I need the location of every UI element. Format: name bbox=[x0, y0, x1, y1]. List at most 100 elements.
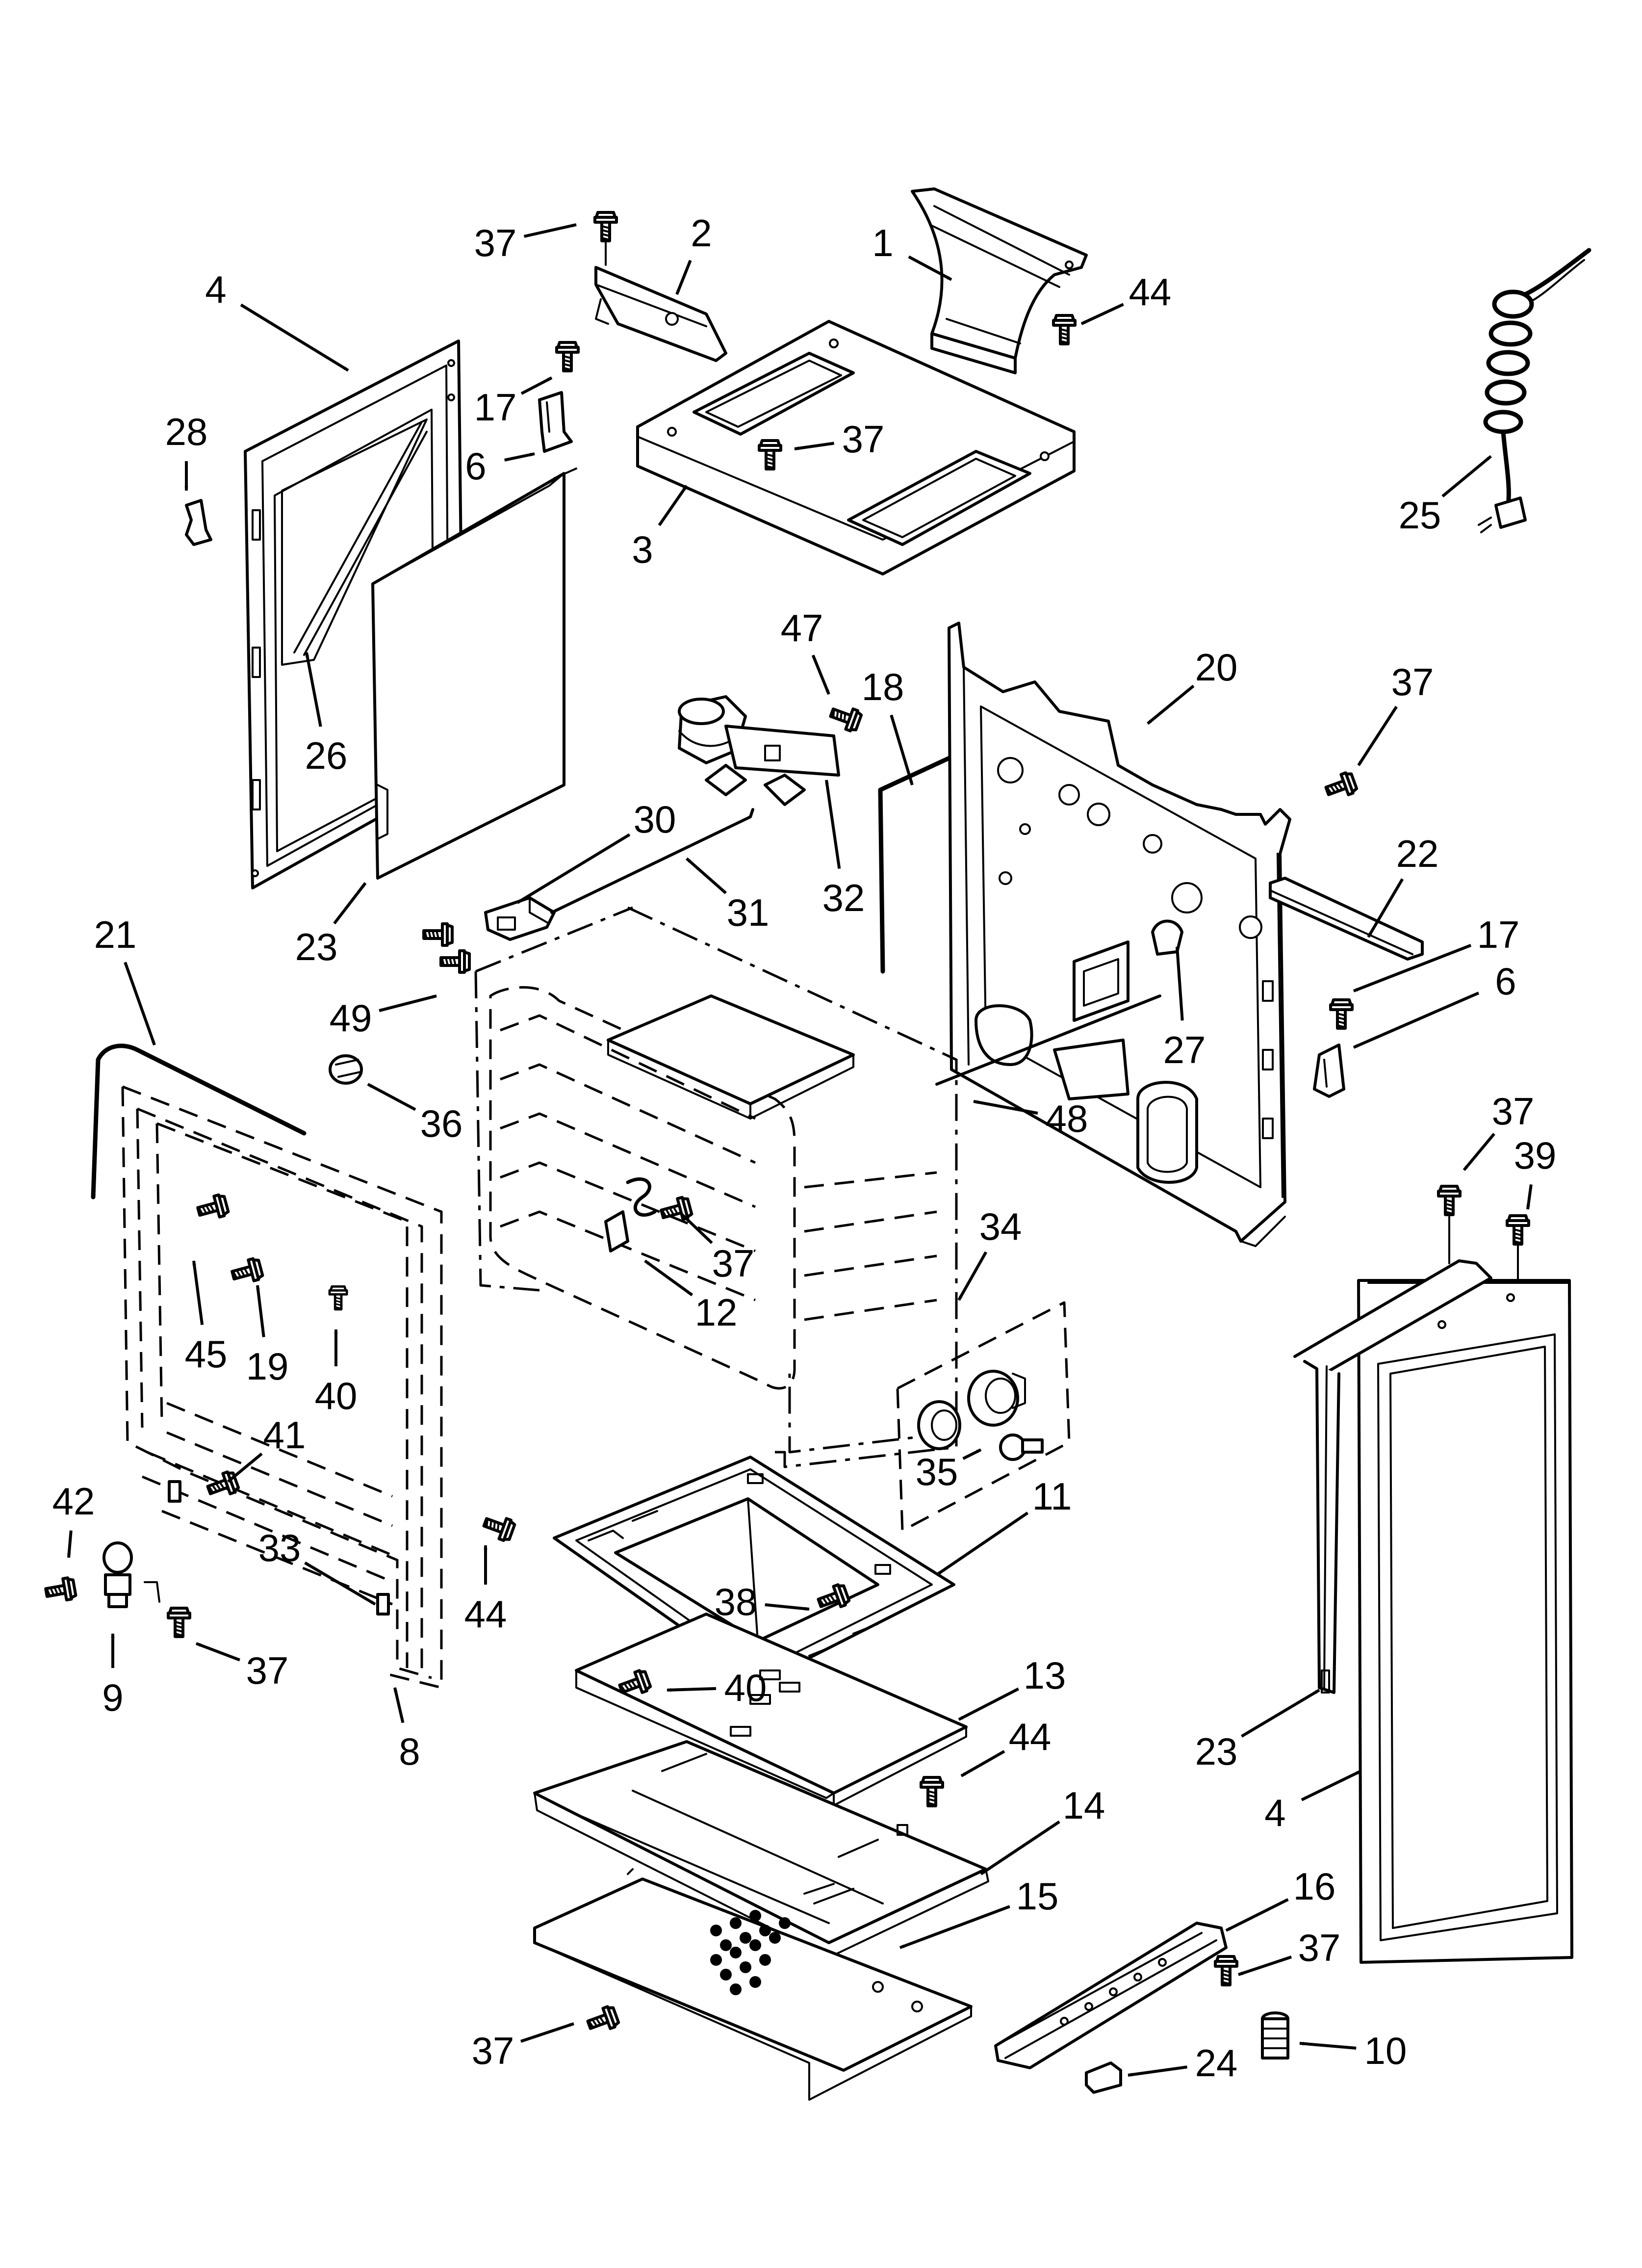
callout-37: 37 bbox=[794, 417, 885, 461]
callout-number: 32 bbox=[822, 876, 865, 919]
callout-number: 11 bbox=[1032, 1475, 1072, 1518]
callout-23: 23 bbox=[1195, 1689, 1320, 1773]
screw-part bbox=[828, 703, 863, 732]
callout-47: 47 bbox=[781, 606, 830, 695]
callout-leader bbox=[1225, 1898, 1289, 1932]
callout-number: 6 bbox=[465, 444, 486, 488]
callout-37: 37 bbox=[680, 1213, 754, 1285]
callout-6: 6 bbox=[465, 444, 535, 488]
callout-39: 39 bbox=[1514, 1134, 1556, 1210]
callout-14: 14 bbox=[980, 1784, 1105, 1876]
knob-part bbox=[329, 1054, 363, 1085]
callout-3: 3 bbox=[632, 485, 688, 571]
screw-part bbox=[168, 1608, 190, 1637]
callout-11: 11 bbox=[936, 1475, 1072, 1576]
callout-number: 33 bbox=[258, 1526, 301, 1569]
callout-leader bbox=[1357, 705, 1398, 766]
callout-27: 27 bbox=[1163, 946, 1206, 1071]
power-cord-part bbox=[1478, 248, 1591, 533]
callout-number: 37 bbox=[472, 2029, 514, 2072]
hinge-bracket-part bbox=[538, 391, 573, 453]
callout-leader bbox=[890, 714, 914, 785]
callout-leader bbox=[67, 1530, 73, 1558]
callout-leader bbox=[393, 1687, 405, 1723]
callout-40: 40 bbox=[315, 1329, 357, 1417]
callout-number: 12 bbox=[695, 1291, 738, 1334]
callout-leader bbox=[658, 485, 688, 526]
callout-leader bbox=[1238, 1955, 1292, 1976]
callout-16: 16 bbox=[1225, 1865, 1335, 1932]
control-knob-set-part bbox=[896, 1301, 1071, 1532]
hinge-bracket-part bbox=[1313, 1043, 1345, 1098]
callout-number: 37 bbox=[246, 1649, 289, 1692]
callout-number: 24 bbox=[1195, 2041, 1238, 2085]
screw-part bbox=[196, 1194, 229, 1222]
clip-part bbox=[185, 499, 212, 546]
leveling-foot-part bbox=[1261, 2011, 1289, 2059]
callout-number: 26 bbox=[305, 734, 348, 777]
callout-leader bbox=[1080, 303, 1124, 325]
callout-38: 38 bbox=[715, 1580, 810, 1623]
callout-44: 44 bbox=[464, 1545, 507, 1636]
callout-30: 30 bbox=[516, 798, 676, 904]
callout-leader bbox=[1175, 946, 1184, 1021]
callout-33: 33 bbox=[258, 1526, 376, 1606]
callout-number: 37 bbox=[842, 417, 885, 461]
callout-number: 44 bbox=[1009, 1715, 1052, 1758]
broiler-grid-part bbox=[575, 1613, 968, 1806]
callout-23: 23 bbox=[295, 882, 367, 968]
callout-34: 34 bbox=[957, 1205, 1022, 1301]
callout-8: 8 bbox=[393, 1687, 420, 1773]
callout-12: 12 bbox=[644, 1259, 738, 1334]
callout-leader bbox=[124, 962, 156, 1046]
callout-number: 36 bbox=[420, 1102, 463, 1145]
callout-9: 9 bbox=[102, 1633, 124, 1719]
callout-number: 38 bbox=[715, 1580, 757, 1623]
callout-number: 37 bbox=[1391, 660, 1434, 704]
callout-leader bbox=[962, 1448, 982, 1460]
callout-26: 26 bbox=[305, 652, 348, 777]
back-panel-part bbox=[948, 622, 1291, 1247]
screw-part bbox=[1053, 315, 1075, 344]
callout-leader bbox=[304, 1561, 376, 1606]
callout-4: 4 bbox=[1264, 1770, 1362, 1834]
callout-37: 37 bbox=[195, 1642, 289, 1692]
callout-6: 6 bbox=[1353, 960, 1516, 1049]
callout-leader bbox=[523, 223, 577, 238]
callout-number: 30 bbox=[634, 798, 676, 841]
callout-leader bbox=[333, 882, 367, 925]
callout-leader bbox=[520, 376, 553, 395]
callout-leader bbox=[227, 1452, 263, 1483]
callout-number: 27 bbox=[1163, 1028, 1206, 1071]
callout-28: 28 bbox=[165, 410, 207, 491]
callout-leader bbox=[1241, 1689, 1320, 1738]
callout-leader bbox=[1462, 1133, 1495, 1171]
callout-leader bbox=[957, 1251, 988, 1301]
screw-part bbox=[441, 951, 469, 972]
callout-leader bbox=[973, 1100, 1038, 1115]
callout-37: 37 bbox=[1238, 1926, 1341, 1976]
callout-42: 42 bbox=[52, 1480, 95, 1558]
callout-1: 1 bbox=[872, 221, 952, 281]
vent-duct-part bbox=[911, 187, 1088, 374]
callout-leader bbox=[960, 1750, 1005, 1777]
callout-number: 41 bbox=[263, 1413, 306, 1457]
callout-leader bbox=[765, 1603, 810, 1611]
callout-leader bbox=[367, 1083, 416, 1111]
callout-17: 17 bbox=[474, 376, 553, 429]
callout-24: 24 bbox=[1128, 2041, 1237, 2085]
callout-leader bbox=[192, 1260, 204, 1325]
screw-part bbox=[1215, 1956, 1237, 1985]
callout-number: 34 bbox=[979, 1205, 1022, 1248]
callout-number: 37 bbox=[1298, 1926, 1341, 1969]
top-panel-part bbox=[636, 320, 1076, 575]
callout-number: 42 bbox=[52, 1480, 95, 1523]
callout-leader bbox=[1299, 2041, 1357, 2050]
callout-leader bbox=[1353, 991, 1480, 1049]
callout-leader bbox=[1301, 1770, 1362, 1801]
callout-21: 21 bbox=[94, 913, 156, 1046]
callout-number: 13 bbox=[1024, 1654, 1066, 1697]
clip-part bbox=[1085, 2061, 1122, 2094]
